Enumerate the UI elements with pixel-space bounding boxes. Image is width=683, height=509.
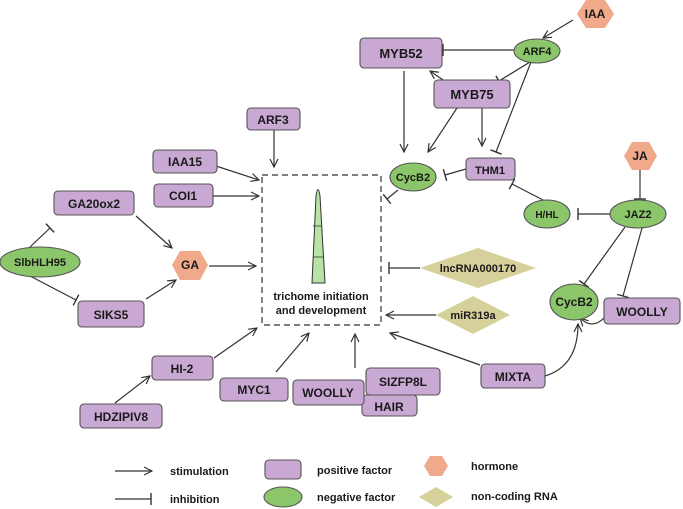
svg-text:GA20ox2: GA20ox2 — [68, 197, 120, 211]
edge-cycb2-center — [382, 189, 399, 205]
node-mir319a: miR319a — [436, 296, 510, 334]
edge-iaa-arf4 — [543, 19, 574, 38]
node-siks5: SIKS5 — [77, 300, 145, 328]
svg-text:ARF4: ARF4 — [523, 46, 553, 58]
svg-text:HAIR: HAIR — [374, 400, 404, 414]
edge-arf4-myb75 — [495, 61, 531, 87]
trichome-target: trichome initiation and development — [261, 174, 382, 326]
node-myb52: MYB52 — [359, 37, 443, 69]
svg-text:JA: JA — [632, 149, 648, 163]
svg-text:IAA15: IAA15 — [168, 155, 202, 169]
svg-text:JAZ2: JAZ2 — [625, 209, 652, 221]
node-coi1: COI1 — [153, 183, 214, 208]
trichome-dashed-box — [261, 174, 382, 326]
node-thm1: THM1 — [465, 157, 516, 181]
edge-hdzipiv8-hi2 — [114, 376, 150, 404]
node-ga: GA — [172, 251, 208, 280]
node-hhl: H/HL — [523, 199, 571, 229]
svg-text:MYB52: MYB52 — [379, 46, 422, 61]
edge-myb75-cycb2 — [428, 107, 458, 152]
svg-text:ARF3: ARF3 — [257, 113, 289, 127]
edge-myc1-center — [275, 333, 309, 373]
edge-jaz2-woolly — [617, 227, 643, 299]
svg-text:SIZFP8L: SIZFP8L — [379, 375, 427, 389]
edge-siks5-ga — [145, 280, 176, 300]
node-woolly-bottom: WOOLLY — [292, 379, 365, 406]
edge-mixta-center — [390, 333, 481, 366]
node-ja: JA — [624, 142, 657, 170]
svg-text:lncRNA000170: lncRNA000170 — [440, 263, 516, 275]
svg-text:H/HL: H/HL — [535, 210, 558, 221]
node-jaz2: JAZ2 — [609, 199, 667, 229]
edge-mixta-cycb2 — [544, 324, 578, 377]
node-hair: HAIR — [361, 394, 418, 417]
legend: stimulation inhibition positive factor n… — [115, 456, 558, 508]
legend-hormone-swatch — [424, 456, 448, 476]
trichome-icon — [311, 189, 326, 284]
node-cycb2-bottom: CycB2 — [549, 283, 599, 321]
svg-text:HI-2: HI-2 — [171, 362, 194, 376]
svg-text:MYC1: MYC1 — [237, 383, 271, 397]
trichome-label-line1: trichome initiation — [273, 291, 369, 303]
edge-woolly-cycb2 — [580, 318, 605, 324]
svg-text:SlbHLH95: SlbHLH95 — [14, 257, 66, 269]
legend-rna-label: non-coding RNA — [471, 491, 558, 503]
node-ga20ox2: GA20ox2 — [53, 190, 135, 216]
node-iaa: IAA — [577, 0, 614, 28]
svg-text:SIKS5: SIKS5 — [94, 308, 129, 322]
node-slbhlh95: SlbHLH95 — [0, 246, 81, 278]
svg-text:HDZIPIV8: HDZIPIV8 — [94, 410, 148, 424]
legend-negative-swatch — [263, 486, 303, 508]
svg-text:CycB2: CycB2 — [396, 172, 430, 184]
node-myb75: MYB75 — [433, 79, 511, 109]
edge-hhl-thm1 — [508, 178, 546, 202]
svg-text:MIXTA: MIXTA — [495, 370, 532, 384]
node-myc1: MYC1 — [219, 377, 289, 402]
edge-slbhlh95-siks5 — [29, 275, 80, 306]
node-hdzipiv8: HDZIPIV8 — [79, 403, 163, 429]
node-woolly-right: WOOLLY — [603, 297, 681, 325]
svg-text:IAA: IAA — [585, 7, 606, 21]
legend-positive-label: positive factor — [317, 465, 393, 477]
legend-rna-swatch — [419, 487, 453, 507]
node-sizfp8l: SIZFP8L — [365, 367, 441, 396]
edge-ga20ox2-ga — [135, 215, 172, 248]
svg-text:miR319a: miR319a — [450, 310, 496, 322]
node-lncrna: lncRNA000170 — [420, 248, 536, 288]
node-iaa15: IAA15 — [152, 149, 218, 174]
node-cycb2-top: CycB2 — [389, 162, 437, 192]
legend-hormone-label: hormone — [471, 461, 518, 473]
svg-text:GA: GA — [181, 258, 199, 272]
connections — [29, 19, 646, 404]
legend-positive-swatch — [264, 459, 302, 480]
svg-text:THM1: THM1 — [475, 165, 505, 177]
node-hi2: HI-2 — [151, 355, 214, 381]
svg-text:WOOLLY: WOOLLY — [302, 386, 354, 400]
svg-text:WOOLLY: WOOLLY — [616, 305, 668, 319]
svg-text:CycB2: CycB2 — [555, 295, 593, 309]
svg-text:COI1: COI1 — [169, 189, 197, 203]
legend-inhibition-label: inhibition — [170, 494, 220, 506]
legend-stimulation-label: stimulation — [170, 466, 229, 478]
svg-text:MYB75: MYB75 — [450, 87, 493, 102]
trichome-label-line2: and development — [276, 305, 367, 317]
edge-hi2-center — [213, 328, 257, 359]
edge-thm1-cycb2 — [442, 168, 467, 181]
legend-negative-label: negative factor — [317, 492, 396, 504]
edge-slbhlh95-ga20ox2 — [29, 223, 55, 248]
node-mixta: MIXTA — [480, 363, 546, 389]
edge-iaa15-center — [215, 165, 259, 180]
node-arf4: ARF4 — [513, 38, 561, 64]
edge-jaz2-cycb2 — [578, 226, 626, 289]
node-arf3: ARF3 — [246, 107, 301, 131]
edge-arf4-thm1 — [490, 61, 532, 155]
